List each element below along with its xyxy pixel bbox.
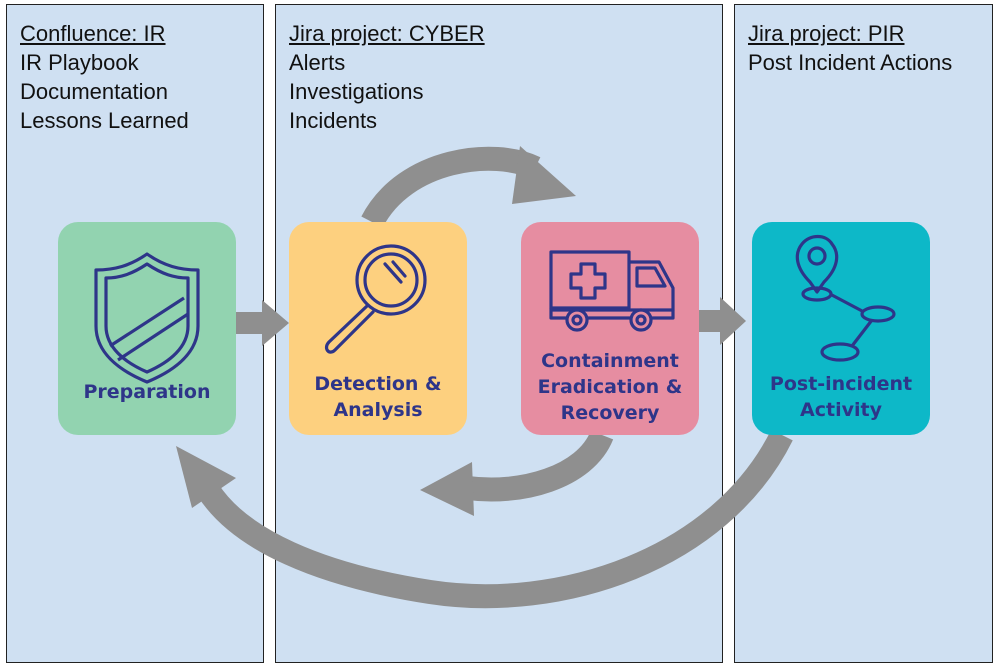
panel-text: Jira project: CYBER Alerts Investigation…	[289, 19, 485, 135]
panel-text: Confluence: IR IR Playbook Documentation…	[20, 19, 189, 135]
stage-label: Post-incident	[769, 373, 913, 395]
stage-label: Eradication &	[537, 376, 683, 398]
stage-post-incident-activity: Post-incident Activity	[752, 222, 930, 435]
panel-item: Incidents	[289, 108, 378, 133]
stage-label: Activity	[800, 399, 882, 421]
ambulance-icon	[549, 250, 675, 332]
arrow-containment-to-post-shaft	[699, 310, 725, 332]
panel-item: Documentation	[20, 79, 168, 104]
stage-preparation: Preparation	[58, 222, 236, 435]
stage-label: Recovery	[560, 402, 660, 424]
arrow-containment-to-detection	[466, 429, 614, 502]
arrowhead-middle	[420, 462, 474, 516]
arrowhead-top	[512, 146, 576, 204]
arrowhead-bottom	[176, 446, 236, 508]
panel-item: Alerts	[289, 50, 346, 75]
stage-label: Containment	[541, 350, 679, 372]
arrowhead-prep-to-detection	[262, 300, 289, 346]
panel-header: Jira project: PIR	[748, 21, 905, 46]
arrow-post-to-preparation	[197, 429, 793, 609]
shield-icon	[94, 252, 200, 384]
arrow-detection-to-containment	[361, 146, 541, 229]
panel-item: Investigations	[289, 79, 424, 104]
stage-label: Analysis	[333, 399, 423, 421]
arrow-prep-to-detection-shaft	[236, 312, 266, 334]
panel-item: Lessons Learned	[20, 108, 189, 133]
arrowhead-containment-to-post	[720, 297, 746, 345]
stage-label: Preparation	[83, 381, 211, 403]
panel-header: Jira project: CYBER	[289, 21, 485, 46]
panel-item: Post Incident Actions	[748, 50, 953, 75]
panel-text: Jira project: PIR Post Incident Actions	[748, 19, 952, 77]
stage-containment-eradication-recovery: Containment Eradication & Recovery	[521, 222, 699, 435]
stage-detection-analysis: Detection & Analysis	[289, 222, 467, 435]
panel-item: IR Playbook	[20, 50, 139, 75]
stage-label: Detection &	[314, 373, 442, 395]
panel-header: Confluence: IR	[20, 21, 166, 46]
route-map-pin-icon	[795, 234, 896, 362]
magnifier-icon	[324, 244, 427, 354]
